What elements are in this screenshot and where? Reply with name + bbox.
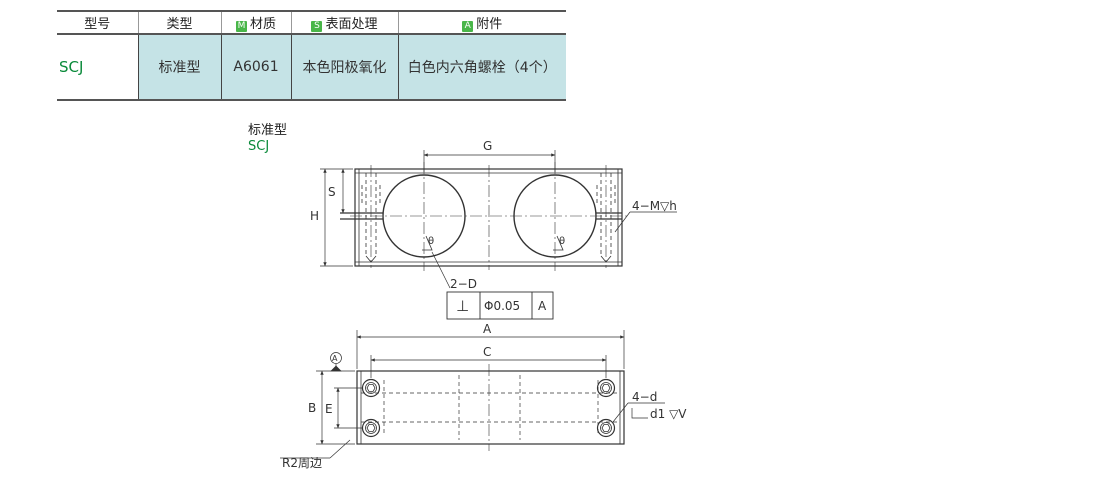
front-center-lines	[350, 162, 627, 271]
material-badge-icon: M	[235, 21, 247, 32]
bore-leader	[431, 251, 451, 289]
header-model: 型号	[57, 10, 138, 35]
perpendicularity-icon: ⊥	[456, 297, 469, 315]
counterbore-icon	[631, 408, 648, 419]
front-hidden-holes	[361, 173, 616, 256]
bolt-top-right	[596, 378, 616, 398]
datum-triangle-icon	[330, 365, 342, 372]
tolerance-frame	[446, 291, 554, 320]
header-material-label: 材质	[249, 17, 276, 32]
surface-badge-icon: S	[311, 21, 323, 32]
mount-hole-label: 4−M▽h	[632, 199, 677, 213]
hole-label: 4−d	[632, 390, 657, 404]
front-view	[340, 162, 627, 271]
top-hidden-lines	[361, 375, 620, 440]
cell-accessory: 白色内六角螺栓（4个）	[397, 34, 566, 101]
counterbore-label: d1 ▽V	[650, 407, 687, 421]
cell-material: A6061	[220, 34, 291, 101]
dim-E-label: E	[325, 402, 333, 416]
right-theta-label: θ	[559, 236, 565, 247]
dim-S-label: S	[328, 185, 336, 199]
table-row: SCJ 标准型 A6061 本色阳极氧化 白色内六角螺栓（4个）	[57, 34, 566, 101]
tolerance-value: Φ0.05	[484, 299, 520, 313]
cell-type: 标准型	[137, 34, 221, 101]
datum-circle	[330, 352, 342, 364]
front-body-outline	[354, 168, 623, 267]
bolt-top-left	[361, 378, 381, 398]
right-theta-mark	[553, 235, 564, 251]
dim-G-label: G	[483, 139, 492, 153]
drawing-title-model: SCJ	[248, 139, 270, 154]
hole-leader	[612, 402, 629, 423]
front-dimensions	[320, 150, 677, 289]
header-type: 类型	[137, 10, 221, 35]
tolerance-datum: A	[538, 299, 547, 313]
dim-B-label: B	[308, 401, 316, 415]
top-dimensions	[280, 330, 665, 459]
left-theta-mark	[422, 235, 433, 251]
radius-label: R2周边	[282, 456, 322, 470]
bolt-bottom-left	[361, 418, 381, 438]
bore-label: 2−D	[450, 277, 477, 291]
left-theta-label: θ	[428, 236, 434, 247]
top-body-outline	[356, 370, 625, 445]
bolt-bottom-right	[596, 418, 616, 438]
header-accessory-label: 附件	[476, 17, 503, 32]
radius-leader	[329, 439, 351, 459]
accessory-badge-icon: A	[462, 21, 474, 32]
dim-A-label: A	[483, 322, 492, 336]
cell-surface: 本色阳极氧化	[290, 34, 398, 101]
cell-model: SCJ	[57, 34, 138, 101]
dim-H-label: H	[310, 209, 319, 223]
top-view	[356, 364, 625, 451]
datum-marker-label: A	[332, 354, 338, 363]
header-surface-label: 表面处理	[325, 17, 378, 32]
mount-leader	[614, 211, 631, 233]
dim-C-label: C	[483, 345, 491, 359]
drawing-title-type: 标准型	[248, 123, 288, 138]
